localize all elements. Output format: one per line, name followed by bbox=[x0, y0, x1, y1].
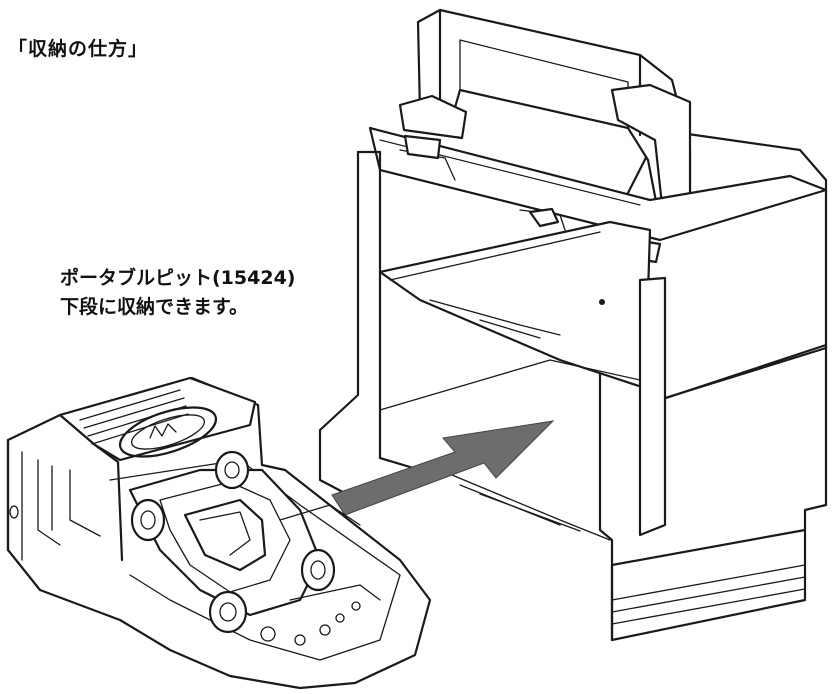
page-title: 「収納の仕方」 bbox=[8, 38, 149, 60]
storage-note: ポータブルピット(15424) 下段に収納できます。 bbox=[60, 264, 295, 322]
portable-pit-drawing bbox=[6, 376, 432, 690]
storage-case-drawing bbox=[318, 8, 828, 642]
insert-arrow bbox=[331, 420, 555, 516]
note-line-product: ポータブルピット(15424) bbox=[60, 267, 296, 289]
note-line-instruction: 下段に収納できます。 bbox=[60, 296, 249, 318]
